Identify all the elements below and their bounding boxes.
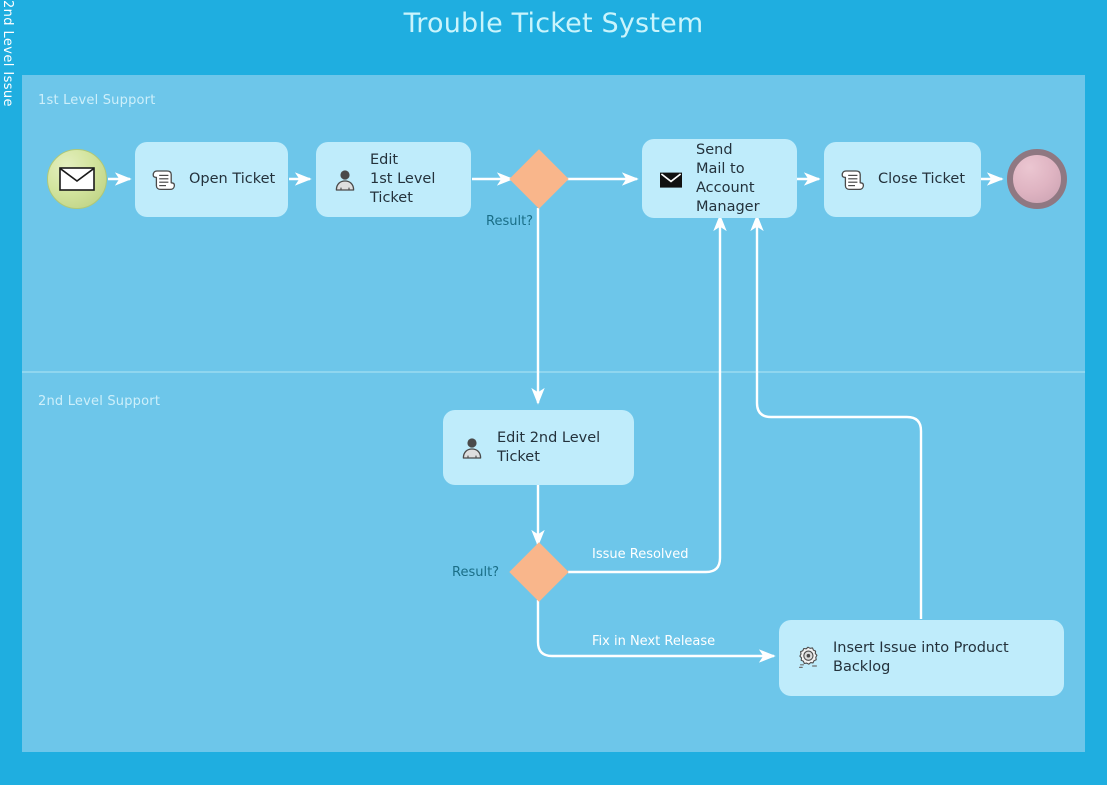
- task-label: Close Ticket: [878, 171, 966, 187]
- task-insert-issue-into-product-backlog[interactable]: Insert Issue into Product Backlog: [779, 620, 1064, 696]
- user-icon: [330, 165, 360, 195]
- gateway-label-result-second: Result?: [452, 565, 500, 580]
- task-send-mail-to-account-manager[interactable]: Send Mail to Account Manager: [642, 139, 797, 218]
- task-label: Edit 1st Level Ticket: [370, 152, 436, 206]
- gateway-label-result-first: Result?: [486, 214, 534, 229]
- edge-label-issue-resolved: Issue Resolved: [592, 547, 689, 562]
- task-label: Insert Issue into Product Backlog: [833, 640, 1009, 675]
- lane-label-first-level: 1st Level Support: [38, 93, 156, 108]
- task-close-ticket[interactable]: Close Ticket: [824, 142, 981, 217]
- lane-divider: [22, 371, 1085, 373]
- page-title: Trouble Ticket System: [403, 8, 704, 39]
- edge-label-fix-in-next-release: Fix in Next Release: [592, 634, 716, 649]
- user-icon: [457, 433, 487, 463]
- task-open-ticket[interactable]: Open Ticket: [135, 142, 288, 217]
- edge-label-second-level-issue: 2nd Level Issue: [0, 0, 15, 107]
- envelope-icon: [59, 167, 95, 191]
- lane-label-second-level: 2nd Level Support: [38, 394, 161, 409]
- envelope-filled-icon: [656, 164, 686, 194]
- document-script-icon: [838, 165, 868, 195]
- end-event[interactable]: [1007, 149, 1067, 209]
- document-script-icon: [149, 165, 179, 195]
- task-label: Open Ticket: [189, 171, 276, 187]
- task-edit-first-level-ticket[interactable]: Edit 1st Level Ticket: [316, 142, 471, 217]
- task-label: Send Mail to Account Manager: [696, 141, 760, 215]
- task-label: Edit 2nd Level Ticket: [497, 429, 601, 465]
- start-message-event[interactable]: [47, 149, 107, 209]
- gear-icon: [793, 643, 823, 673]
- task-edit-second-level-ticket[interactable]: Edit 2nd Level Ticket: [443, 410, 634, 485]
